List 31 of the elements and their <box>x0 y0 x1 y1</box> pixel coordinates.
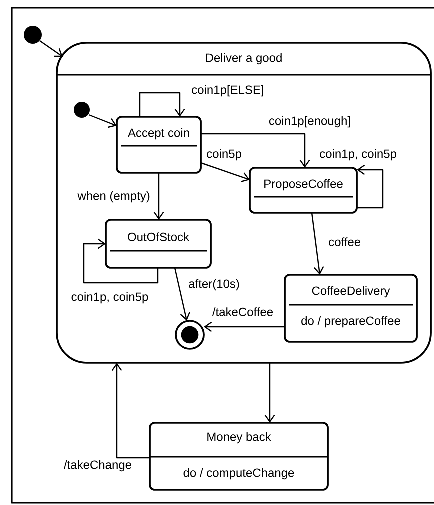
state-box: Money back do / computeChange <box>149 422 329 491</box>
arrow <box>311 212 324 275</box>
initial-state <box>24 26 42 44</box>
state-box: CoffeeDelivery do / prepareCoffee <box>284 274 418 343</box>
edge-label: coin1p, coin5p <box>70 291 150 305</box>
arrow <box>154 173 164 220</box>
edge-label: after(10s) <box>187 278 242 292</box>
state-box: ProposeCoffee <box>249 167 358 214</box>
arrow <box>40 40 63 58</box>
final-state <box>175 320 205 350</box>
edge-label: coffee <box>327 236 362 248</box>
arrow <box>264 363 276 423</box>
arrow <box>204 322 285 332</box>
edge-label: coin1p, coin5p <box>318 148 398 162</box>
arrow <box>139 92 186 117</box>
edge-label: coin1p[ELSE] <box>190 84 266 98</box>
edge-label: coin1p[enough] <box>268 115 352 129</box>
arrow <box>174 268 190 321</box>
edge-label: /takeCoffee <box>211 306 275 318</box>
edge-label: /takeChange <box>62 459 134 473</box>
arrow <box>200 162 250 182</box>
initial-state <box>74 102 90 118</box>
arrow <box>88 114 117 128</box>
arrow <box>201 133 310 168</box>
state-box: Accept coin <box>116 116 202 174</box>
edge-label: when (empty) <box>76 190 152 204</box>
arrow <box>357 164 384 209</box>
state-box: OutOfStock <box>105 219 212 269</box>
edge-label: coin5p <box>205 148 244 162</box>
arrow <box>83 238 159 284</box>
arrow <box>112 363 150 459</box>
